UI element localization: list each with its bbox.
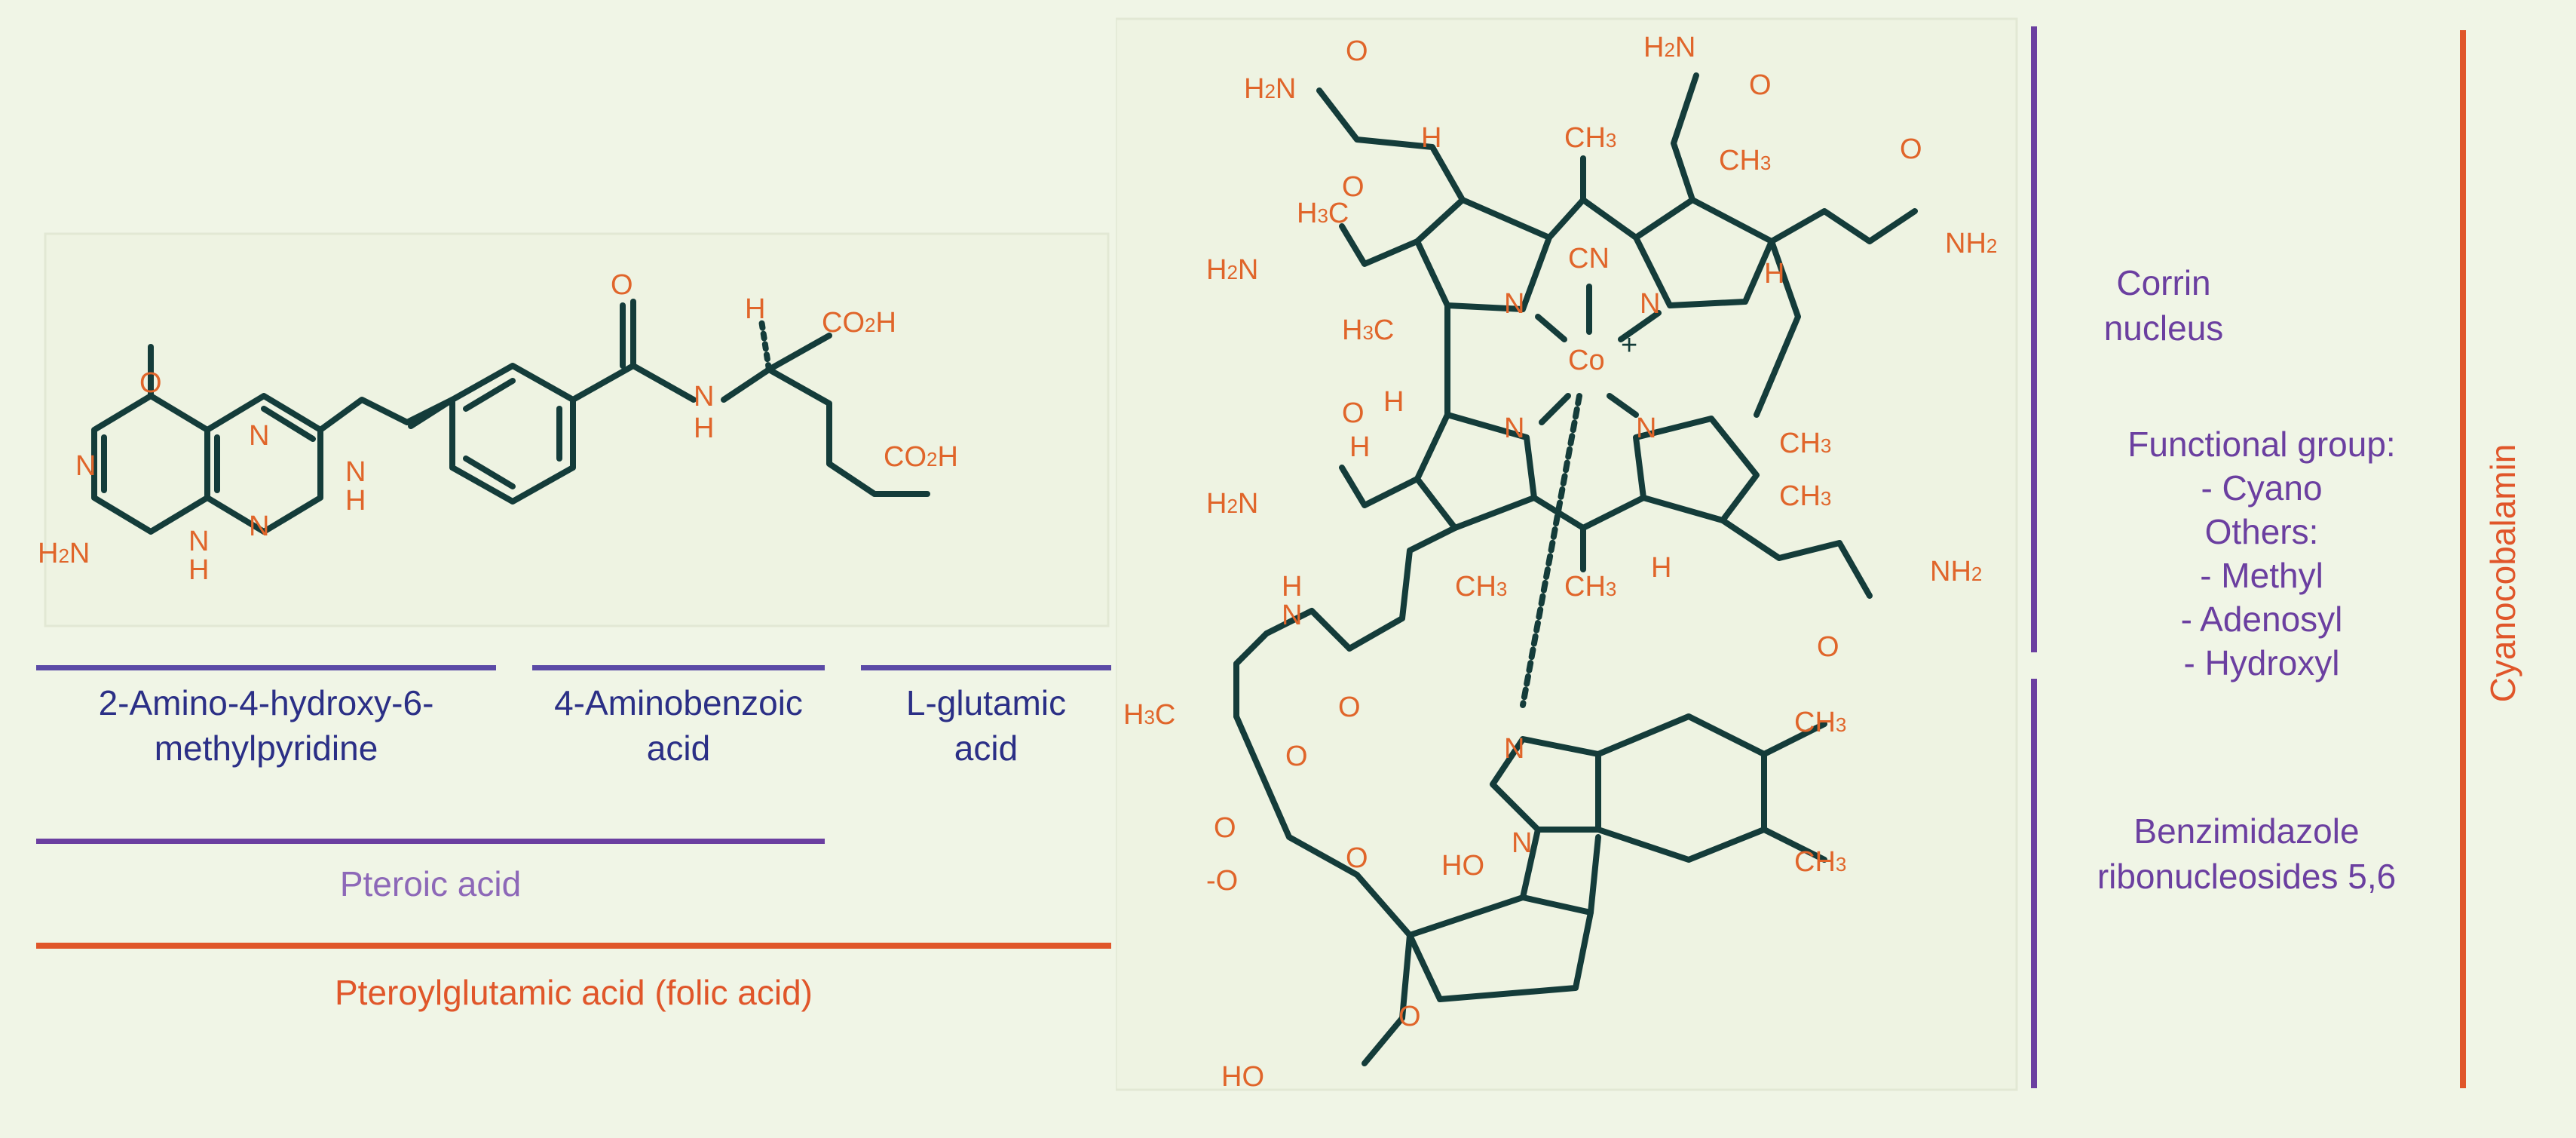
segment1-bar (36, 665, 496, 670)
svg-text:N: N (1504, 413, 1524, 444)
svg-text:H: H (1349, 431, 1370, 463)
svg-text:O: O (1398, 1001, 1421, 1032)
svg-text:N: N (188, 526, 209, 557)
cyanocobalamin-label: Cyanocobalamin (2483, 443, 2522, 703)
functional-group-label: Functional group: - Cyano Others: - Meth… (2127, 425, 2396, 682)
svg-text:H: H (1383, 386, 1404, 418)
svg-text:N: N (1504, 288, 1524, 320)
corrin-ring-c (1414, 412, 1537, 531)
svg-text:N: N (1640, 288, 1660, 320)
corrin-ring-b (1633, 197, 1775, 308)
svg-text:H: H (745, 293, 765, 325)
svg-text:N: N (249, 511, 269, 542)
svg-text:O: O (1285, 741, 1308, 772)
pteridine-ring-b (204, 393, 323, 535)
svg-text:CN: CN (1568, 243, 1610, 275)
corrin-ring-d (1633, 416, 1760, 523)
cyanocobalamin-bracket (2460, 30, 2466, 1088)
svg-text:H: H (1282, 571, 1302, 603)
svg-text:O: O (1346, 35, 1368, 67)
segment2-bar (532, 665, 825, 670)
svg-text:N: N (249, 420, 269, 452)
folic-acid-structure: O N N N N H H2N N H O N H H CO2H CO2H (38, 232, 1110, 627)
svg-text:O: O (139, 367, 162, 399)
svg-text:HO: HO (1221, 1061, 1264, 1093)
svg-text:CH3: CH3 (1779, 480, 1831, 512)
svg-text:CO2H: CO2H (884, 441, 958, 473)
ribose-ring (1407, 894, 1594, 1002)
svg-text:Co: Co (1568, 345, 1605, 376)
svg-text:O: O (1214, 812, 1236, 844)
svg-text:O: O (1346, 842, 1368, 874)
benzimidazole-bracket (2031, 679, 2037, 1088)
benzimidazole-label: Benzimidazole ribonucleosides 5,6 (2097, 811, 2397, 896)
svg-text:O: O (1900, 133, 1922, 165)
corrin-ring-a (1414, 197, 1552, 312)
svg-text:H2N: H2N (1244, 73, 1296, 105)
svg-text:N: N (1636, 413, 1656, 444)
svg-text:O: O (1817, 631, 1839, 663)
svg-text:N: N (1504, 733, 1524, 765)
segment3-bar (861, 665, 1111, 670)
svg-text:H: H (694, 413, 714, 444)
svg-text:O: O (611, 269, 633, 301)
svg-text:N: N (694, 381, 714, 413)
cyanocobalamin-structure: H2N O H2N O O NH2 O H2N O H2N NH2 O N N … (1116, 17, 2018, 1093)
svg-text:CO2H: CO2H (822, 307, 896, 339)
folic-acid-label: Pteroylglutamic acid (folic acid) (334, 973, 813, 1012)
svg-text:N: N (75, 450, 96, 482)
svg-text:H: H (1421, 122, 1441, 154)
svg-text:O: O (1338, 692, 1361, 723)
benzene-ring (449, 363, 576, 505)
svg-text:+: + (1621, 330, 1637, 361)
svg-text:H: H (1764, 258, 1784, 290)
svg-text:H: H (188, 554, 209, 586)
svg-text:H: H (1651, 552, 1671, 584)
svg-text:N: N (345, 456, 366, 488)
svg-text:N: N (1282, 600, 1302, 631)
svg-text:H2N: H2N (1643, 32, 1695, 63)
svg-text:O: O (1749, 69, 1772, 101)
corrin-bracket (2031, 26, 2037, 652)
svg-text:O: O (1342, 171, 1365, 203)
svg-text:-O: -O (1206, 865, 1238, 897)
corrin-nucleus-label: Corrin nucleus (2103, 263, 2224, 348)
svg-text:N: N (1512, 827, 1532, 859)
svg-text:H2N: H2N (1206, 488, 1258, 520)
folic-acid-bar (36, 943, 1111, 949)
svg-text:H: H (345, 485, 366, 517)
svg-text:HO: HO (1441, 850, 1484, 882)
svg-text:O: O (1342, 397, 1365, 429)
pteroic-acid-bar (36, 839, 825, 844)
segment2-label: 4-Aminobenzoic acid (554, 683, 803, 768)
pteroic-acid-label: Pteroic acid (339, 864, 522, 903)
segment3-label: L-glutamic acid (905, 683, 1067, 768)
segment1-label: 2-Amino-4-hydroxy-6- methylpyridine (98, 683, 434, 768)
